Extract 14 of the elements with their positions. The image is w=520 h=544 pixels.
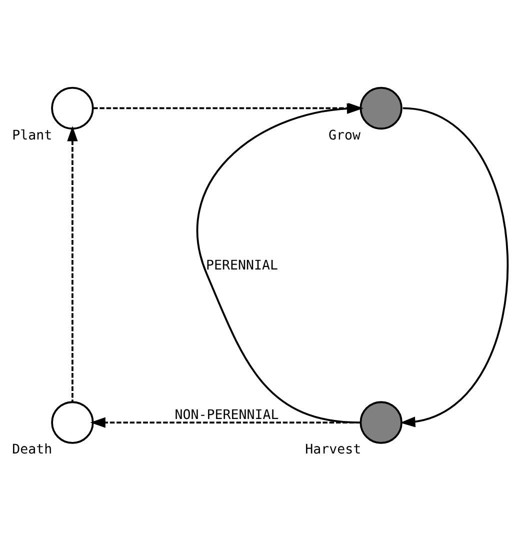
edge-label: PERENNIAL	[206, 258, 278, 273]
arrow	[400, 106, 508, 427]
node-circle	[360, 86, 402, 130]
node-label: Death	[12, 442, 52, 458]
node-circle	[51, 400, 94, 444]
node-label: Grow	[328, 128, 361, 143]
node-label: Harvest	[305, 442, 362, 458]
arrow	[196, 102, 362, 423]
node-label: Plant	[12, 128, 52, 143]
arrow	[90, 416, 361, 428]
arrow	[67, 126, 78, 402]
node-circle	[360, 400, 402, 444]
edge-label: NON-PERENNIAL	[174, 407, 279, 422]
node-circle	[51, 86, 94, 130]
